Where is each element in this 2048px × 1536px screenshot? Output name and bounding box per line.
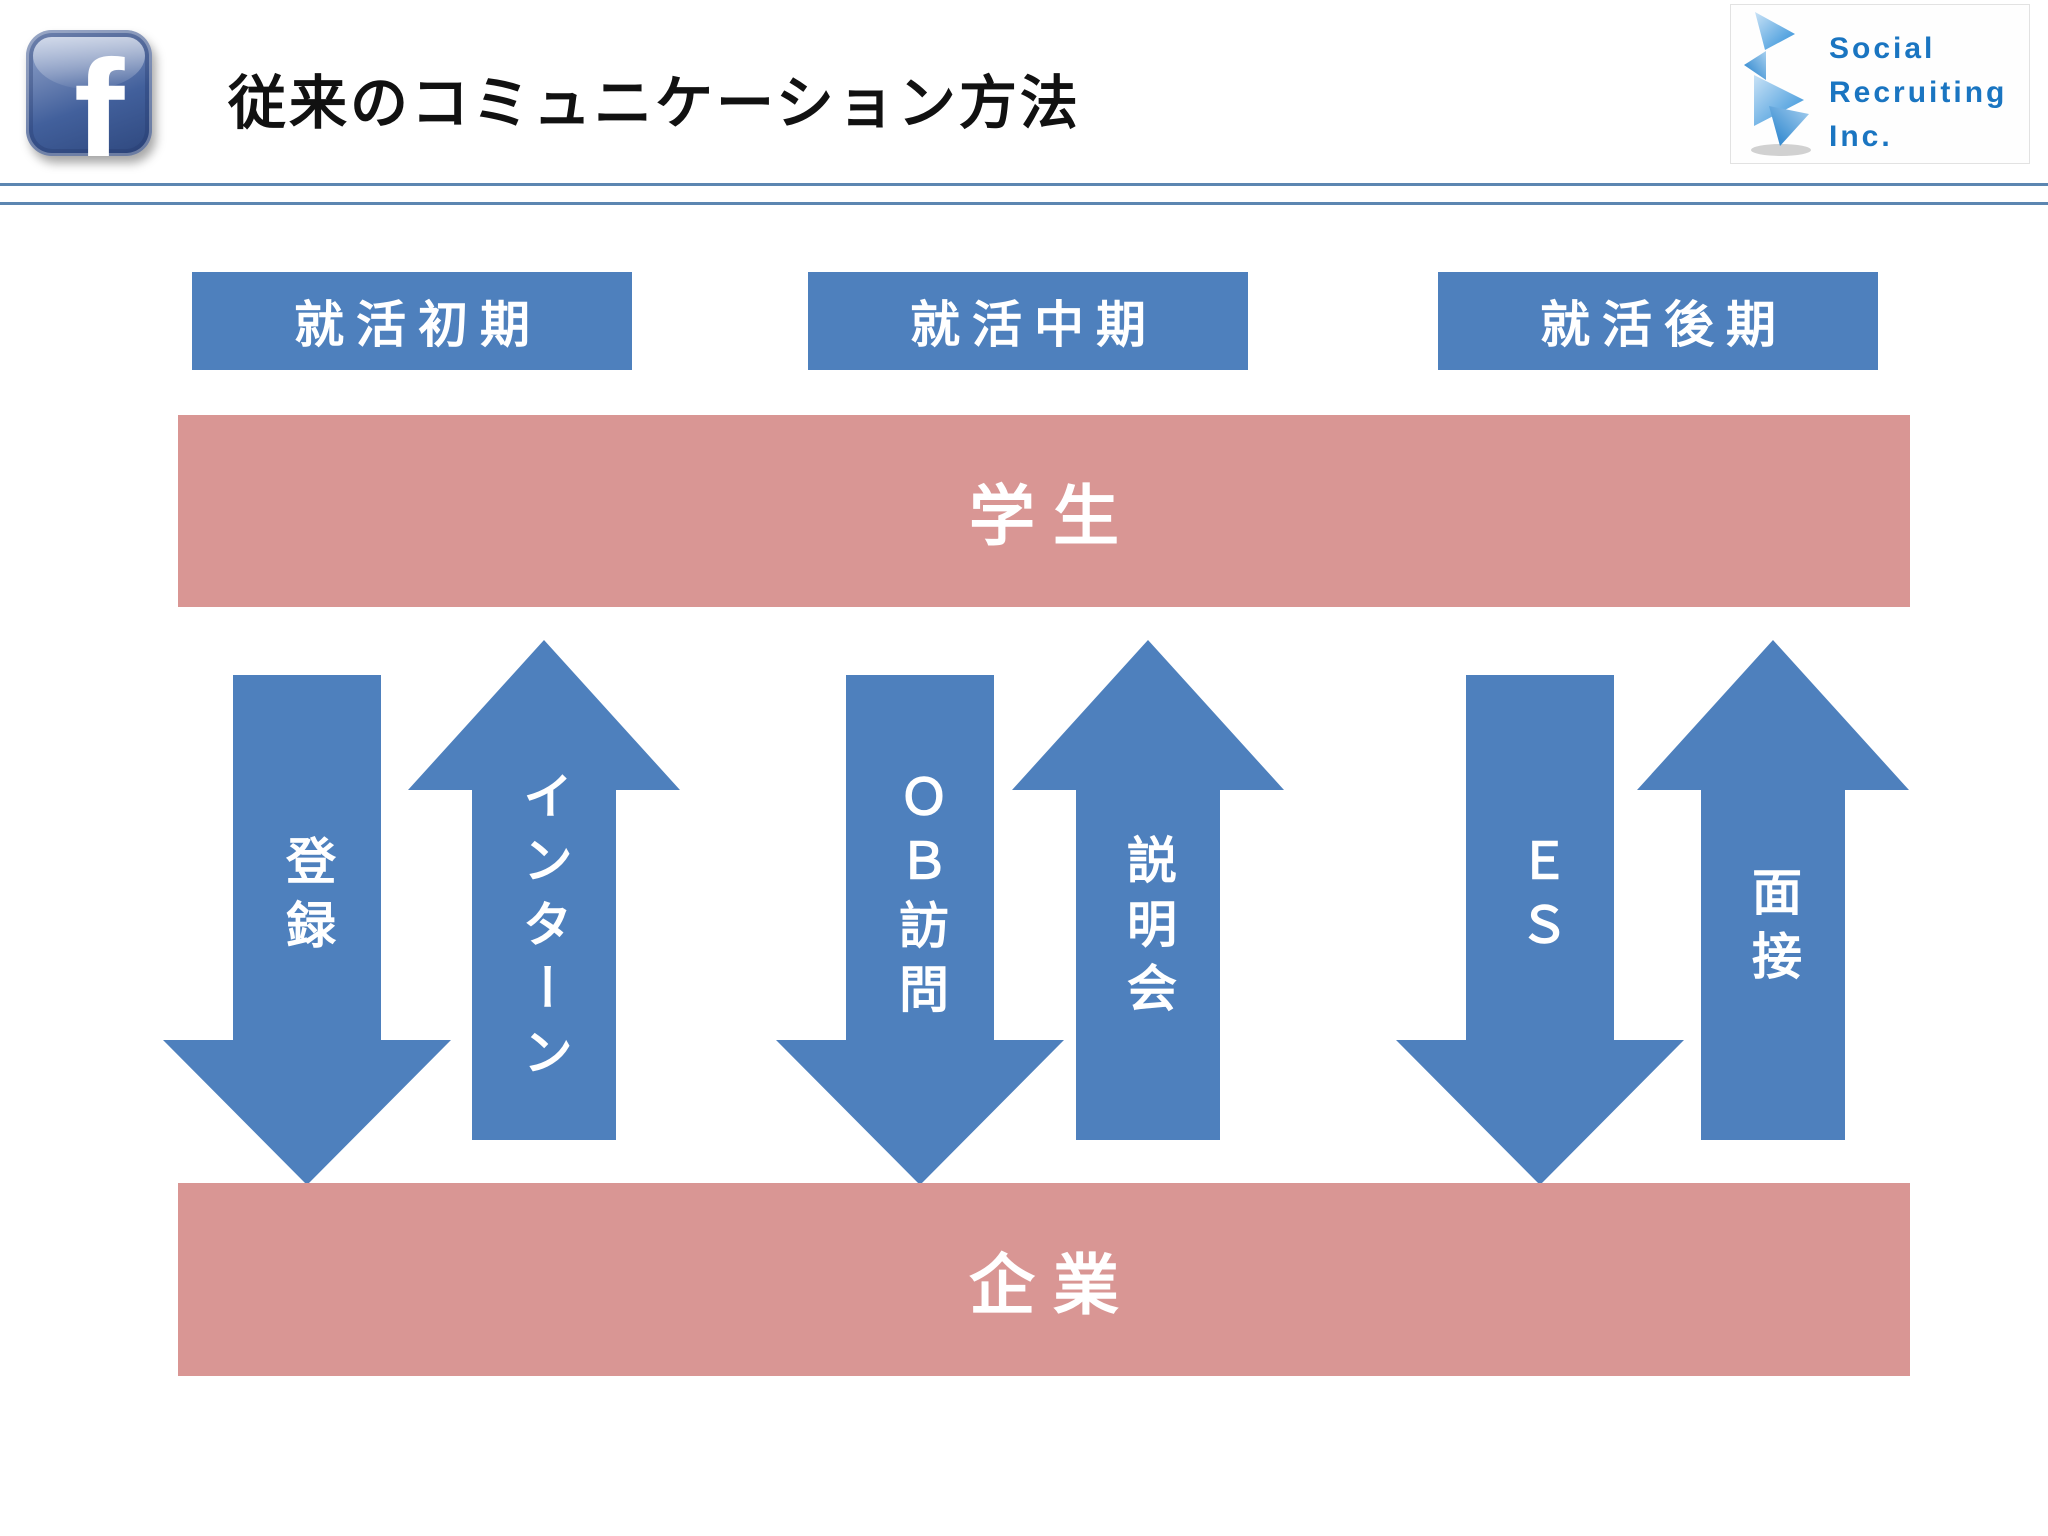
company-logo: Social Recruiting Inc. (1730, 4, 2030, 164)
companies-band: 企業 (178, 1183, 1910, 1376)
down-arrow-shape (163, 675, 451, 1185)
logo-line-inc: Inc. (1829, 120, 1893, 153)
up-arrow-label: 説明会 (1120, 834, 1176, 1026)
down-arrow-label: ＯＢ訪問 (892, 771, 948, 1028)
down-arrow-shape (776, 675, 1064, 1185)
phase-box-early: 就活初期 (192, 272, 632, 370)
up-arrow-intern: インターン (408, 640, 680, 1140)
up-arrow-info-session: 説明会 (1012, 640, 1284, 1140)
phase-box-late: 就活後期 (1438, 272, 1878, 370)
company-logo-text: Social Recruiting Inc. (1829, 27, 2007, 159)
logo-line-recruiting: Recruiting (1829, 76, 2008, 109)
up-arrow-shape (408, 640, 680, 1140)
header-divider (0, 183, 2048, 205)
up-arrow-shape (1012, 640, 1284, 1140)
students-band: 学生 (178, 415, 1910, 607)
down-arrow-registration: 登録 (163, 675, 451, 1185)
up-arrow-label: インターン (516, 770, 572, 1090)
company-logo-mark-icon (1744, 12, 1811, 156)
down-arrow-entry-sheet: ＥＳ (1396, 675, 1684, 1185)
down-arrow-label: ＥＳ (1512, 835, 1568, 964)
down-arrow-shape (1396, 675, 1684, 1185)
down-arrow-ob-visit: ＯＢ訪問 (776, 675, 1064, 1185)
down-arrow-label: 登録 (279, 835, 335, 964)
logo-line-social: Social (1829, 32, 1936, 65)
phase-box-middle: 就活中期 (808, 272, 1248, 370)
up-arrow-label: 面接 (1745, 866, 1801, 994)
slide-title: 従来のコミュニケーション方法 (228, 71, 1081, 136)
up-arrow-shape (1637, 640, 1909, 1140)
up-arrow-interview: 面接 (1637, 640, 1909, 1140)
facebook-f-letter: f (73, 30, 125, 156)
facebook-logo-icon: f (26, 30, 152, 156)
